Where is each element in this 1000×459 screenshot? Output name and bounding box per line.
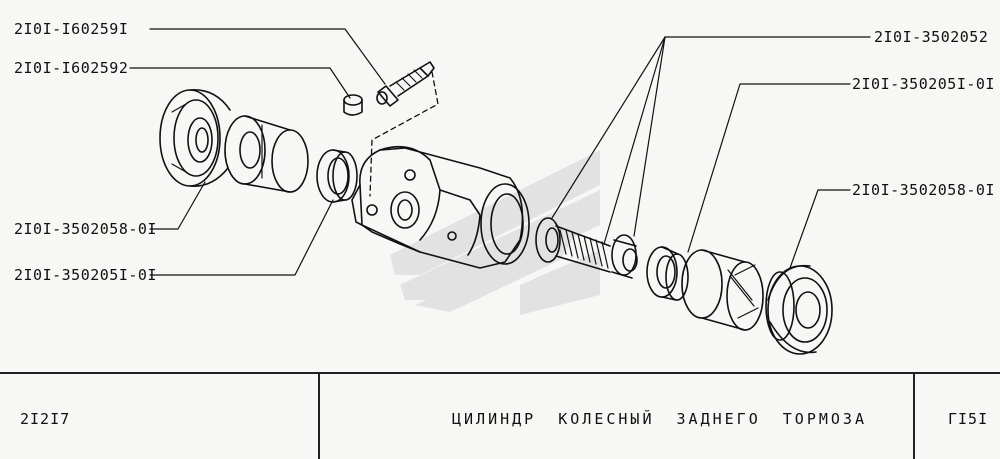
boot-left-part: [159, 89, 231, 187]
leader-lines: [129, 28, 871, 276]
title-block-divider-right: [913, 374, 915, 459]
spring-part: [535, 217, 611, 273]
bleeder-cap-part: [343, 94, 363, 116]
cup-seal-right-part: [646, 246, 689, 301]
label-boot-left: 2I0I-3502058-0I: [14, 220, 157, 238]
assembly-dash-line: [369, 71, 439, 197]
bleeder-screw-part: [376, 61, 435, 107]
watermark-logo-icon: [390, 150, 600, 315]
sheet-number: ГI5I: [948, 410, 989, 428]
label-cup-seal-left: 2I0I-350205I-0I: [14, 266, 157, 284]
cup-seal-left-part: [316, 149, 358, 203]
label-spring: 2I0I-3502052: [874, 28, 989, 46]
title-block-divider-left: [318, 374, 320, 459]
label-cup-seal-right: 2I0I-350205I-0I: [852, 75, 995, 93]
boot-right-part: [765, 264, 833, 355]
piston-left-part: [224, 115, 309, 193]
spring-cup-part: [611, 234, 638, 279]
label-bleeder-screw: 2I0I-I60259I: [14, 20, 129, 38]
exploded-view-drawing: [129, 28, 871, 355]
title-block: 2I2I7 ЦИЛИНДР КОЛЕСНЫЙ ЗАДНЕГО ТОРМОЗА Г…: [0, 372, 1000, 459]
model-number: 2I2I7: [20, 410, 71, 428]
piston-right-part: [681, 249, 764, 331]
label-bleeder-cap: 2I0I-I602592: [14, 59, 129, 77]
drawing-title: ЦИЛИНДР КОЛЕСНЫЙ ЗАДНЕГО ТОРМОЗА: [452, 410, 867, 428]
label-boot-right: 2I0I-3502058-0I: [852, 181, 995, 199]
wheel-cylinder-body-part: [351, 145, 530, 269]
